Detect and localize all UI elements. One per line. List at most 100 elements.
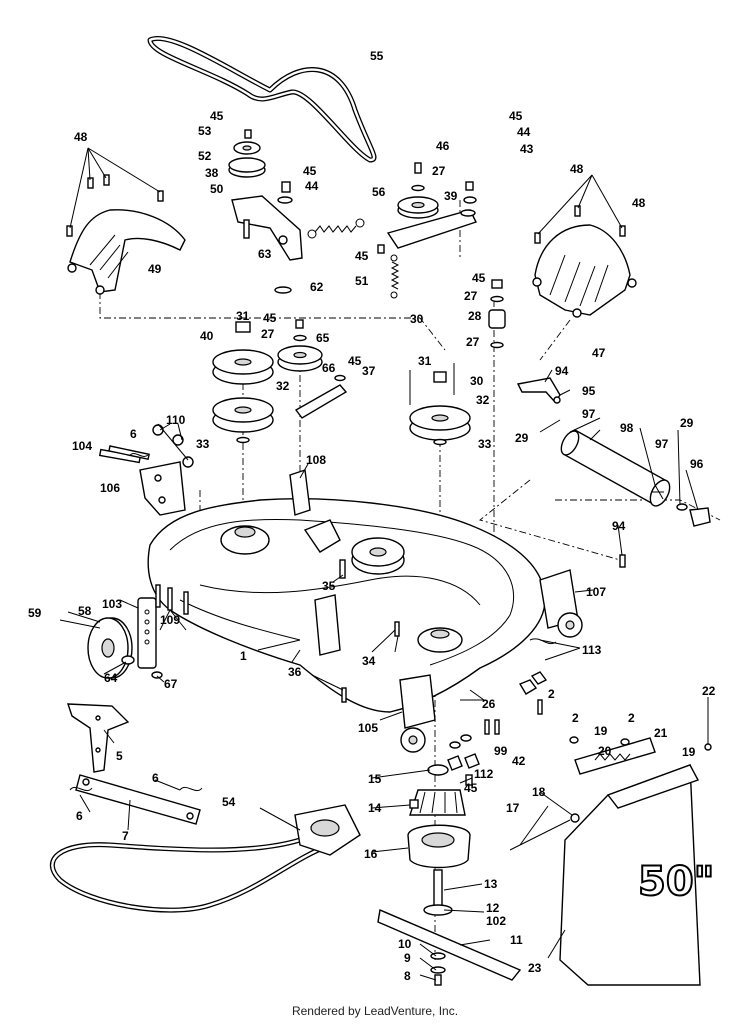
- spindle-pulley-left: [212, 321, 274, 444]
- callout-44: 44: [305, 179, 319, 193]
- callout-105: 105: [358, 721, 378, 735]
- bracket-106: [98, 448, 186, 516]
- callout-9: 9: [404, 951, 411, 965]
- fasteners: [66, 174, 630, 792]
- callout-56: 56: [372, 185, 386, 199]
- callout-labels: 55 45 53 52 38 50 63 45 44 62 56 51 45 4…: [28, 49, 716, 983]
- idler-pulley-center: [277, 319, 348, 419]
- callout-19: 19: [682, 745, 696, 759]
- callout-27: 27: [466, 335, 480, 349]
- callout-45: 45: [472, 271, 486, 285]
- callout-49: 49: [148, 262, 162, 276]
- callout-5: 5: [116, 749, 123, 763]
- callout-32: 32: [476, 393, 490, 407]
- callout-52: 52: [198, 149, 212, 163]
- callout-40: 40: [200, 329, 214, 343]
- callout-23: 23: [528, 961, 542, 975]
- footer-credit: Rendered by LeadVenture, Inc.: [291, 1004, 459, 1018]
- callout-113: 113: [582, 643, 602, 657]
- callout-46: 46: [436, 139, 450, 153]
- callout-17: 17: [506, 801, 520, 815]
- callout-30: 30: [410, 312, 424, 326]
- callout-22: 22: [702, 684, 716, 698]
- callout-2: 2: [572, 711, 579, 725]
- callout-19: 19: [594, 724, 608, 738]
- spring-51: [390, 254, 400, 299]
- callout-94: 94: [612, 519, 626, 533]
- callout-28: 28: [468, 309, 482, 323]
- callout-96: 96: [690, 457, 704, 471]
- spindle-pulley-right: [409, 363, 471, 446]
- callout-104: 104: [72, 439, 92, 453]
- belt-cover-left: [67, 209, 186, 295]
- callout-97: 97: [582, 407, 596, 421]
- callout-99: 99: [494, 744, 508, 758]
- discharge-chute: 50": [509, 737, 716, 986]
- callout-14: 14: [368, 801, 382, 815]
- spindle-assembly: [407, 764, 471, 916]
- callout-31: 31: [236, 309, 250, 323]
- link-7: [75, 774, 201, 825]
- callout-45: 45: [303, 164, 317, 178]
- callout-38: 38: [205, 166, 219, 180]
- callout-97: 97: [655, 437, 669, 451]
- callout-103: 103: [102, 597, 122, 611]
- callout-27: 27: [432, 164, 446, 178]
- callout-13: 13: [484, 877, 498, 891]
- callout-58: 58: [78, 604, 92, 618]
- mower-deck: [147, 469, 583, 753]
- callout-108: 108: [306, 453, 326, 467]
- callout-50: 50: [210, 182, 224, 196]
- callout-2: 2: [548, 687, 555, 701]
- callout-109: 109: [160, 613, 180, 627]
- callout-37: 37: [362, 364, 376, 378]
- idler-arm-right: [386, 162, 477, 249]
- callout-30: 30: [470, 374, 484, 388]
- clutch-pulley: [294, 804, 361, 856]
- callout-107: 107: [586, 585, 606, 599]
- callout-42: 42: [512, 754, 526, 768]
- callout-18: 18: [532, 785, 546, 799]
- callout-34: 34: [362, 654, 376, 668]
- callout-66: 66: [322, 361, 336, 375]
- callout-45: 45: [464, 781, 478, 795]
- callout-48: 48: [632, 196, 646, 210]
- callout-6: 6: [130, 427, 137, 441]
- callout-43: 43: [520, 142, 534, 156]
- callout-6: 6: [76, 809, 83, 823]
- callout-1: 1: [240, 649, 247, 663]
- callout-7: 7: [122, 829, 129, 843]
- callout-33: 33: [196, 437, 210, 451]
- callout-45: 45: [263, 311, 277, 325]
- belt-54: [49, 837, 331, 913]
- callout-63: 63: [258, 247, 272, 261]
- callout-64: 64: [104, 671, 118, 685]
- callout-10: 10: [398, 937, 412, 951]
- callout-27: 27: [261, 327, 275, 341]
- callout-8: 8: [404, 969, 411, 983]
- callout-29: 29: [680, 416, 694, 430]
- callout-31: 31: [418, 354, 432, 368]
- spacer-stack-right: [488, 279, 506, 349]
- callout-45: 45: [355, 249, 369, 263]
- deck-size-label: 50": [638, 859, 715, 905]
- callout-12: 12: [486, 901, 500, 915]
- belt-cover-right: [532, 224, 637, 318]
- callout-47: 47: [592, 346, 606, 360]
- callout-112: 112: [474, 767, 494, 781]
- idler-bracket-left: [228, 129, 303, 261]
- leader-lines: [67, 147, 709, 981]
- callout-44: 44: [517, 125, 531, 139]
- callout-94: 94: [555, 364, 569, 378]
- callout-35: 35: [322, 579, 336, 593]
- callout-62: 62: [310, 280, 324, 294]
- spring-56: [307, 218, 365, 239]
- callout-26: 26: [482, 697, 496, 711]
- callout-51: 51: [355, 274, 369, 288]
- callout-27: 27: [464, 289, 478, 303]
- callout-48: 48: [74, 130, 88, 144]
- belt-55: [147, 36, 377, 163]
- gauge-wheel-left: [59, 584, 189, 679]
- callout-55: 55: [370, 49, 384, 63]
- callout-95: 95: [582, 384, 596, 398]
